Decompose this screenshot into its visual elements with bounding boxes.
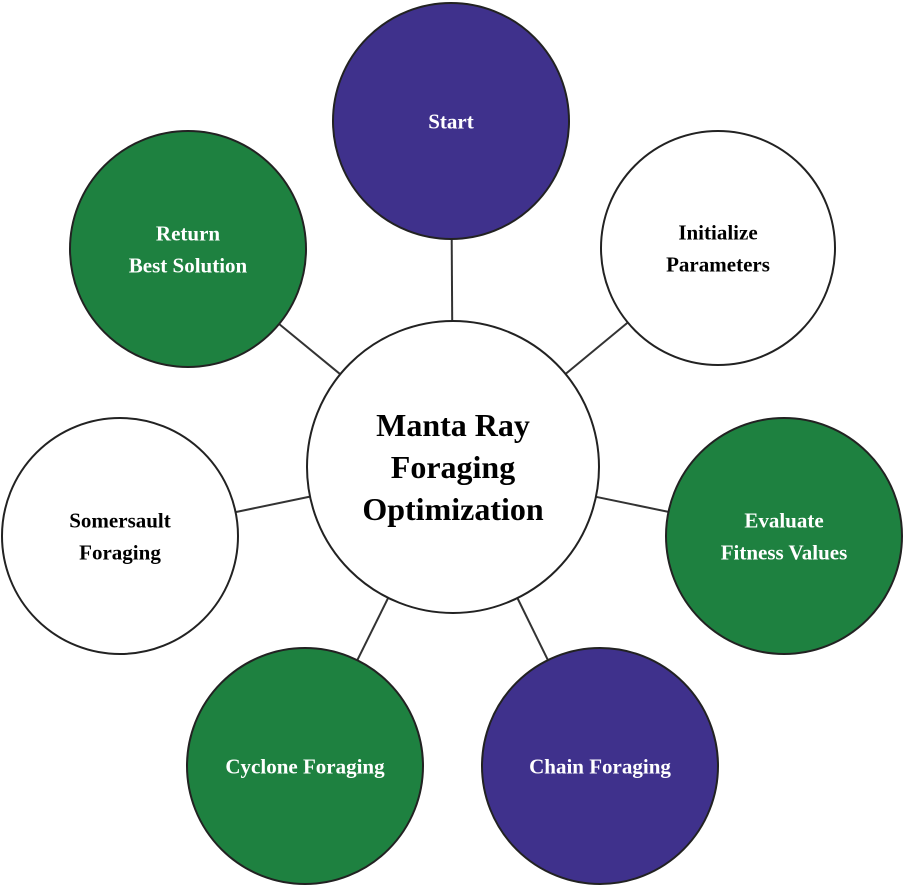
node-return-best-solution-circle bbox=[69, 130, 307, 368]
connectors bbox=[235, 238, 669, 661]
node-chain-foraging-circle bbox=[481, 647, 719, 885]
node-cyclone-foraging-circle bbox=[186, 647, 424, 885]
connector-evaluate-fitness-values bbox=[595, 495, 669, 513]
connector-initialize-parameters bbox=[564, 321, 629, 375]
node-somersault-foraging-label-line-2: Foraging bbox=[79, 540, 161, 564]
node-initialize-parameters-label-line-2: Parameters bbox=[666, 252, 770, 276]
node-start-label: Start bbox=[428, 109, 474, 133]
node-somersault-foraging-circle bbox=[1, 417, 239, 655]
connector-cyclone-foraging bbox=[356, 597, 390, 661]
node-return-best-solution-label-line-2: Best Solution bbox=[129, 253, 248, 277]
node-somersault-foraging-label-line-1: Somersault bbox=[69, 508, 171, 532]
center-circle bbox=[306, 320, 600, 614]
node-evaluate-fitness-values-label-line-1: Evaluate bbox=[744, 508, 823, 532]
center-label-line-3: Optimization bbox=[362, 491, 544, 527]
connector-start bbox=[450, 238, 454, 322]
node-initialize-parameters-circle bbox=[600, 130, 836, 366]
center-label-line-1: Manta Ray bbox=[376, 407, 530, 443]
node-chain-foraging-label-line-1: Chain Foraging bbox=[529, 754, 671, 778]
node-initialize-parameters-label-line-1: Initialize bbox=[678, 220, 757, 244]
node-start-label-line-1: Start bbox=[428, 109, 474, 133]
center-label-line-2: Foraging bbox=[391, 449, 515, 485]
node-chain-foraging-label: Chain Foraging bbox=[529, 754, 671, 778]
node-evaluate-fitness-values-circle bbox=[665, 417, 903, 655]
connector-chain-foraging bbox=[516, 597, 549, 661]
node-cyclone-foraging-label: Cyclone Foraging bbox=[225, 754, 385, 778]
node-start-circle bbox=[332, 2, 570, 240]
node-evaluate-fitness-values-label-line-2: Fitness Values bbox=[721, 540, 848, 564]
node-cyclone-foraging-label-line-1: Cyclone Foraging bbox=[225, 754, 385, 778]
connector-somersault-foraging bbox=[235, 495, 311, 514]
node-return-best-solution-label-line-1: Return bbox=[156, 221, 220, 245]
connector-return-best-solution bbox=[278, 323, 341, 375]
